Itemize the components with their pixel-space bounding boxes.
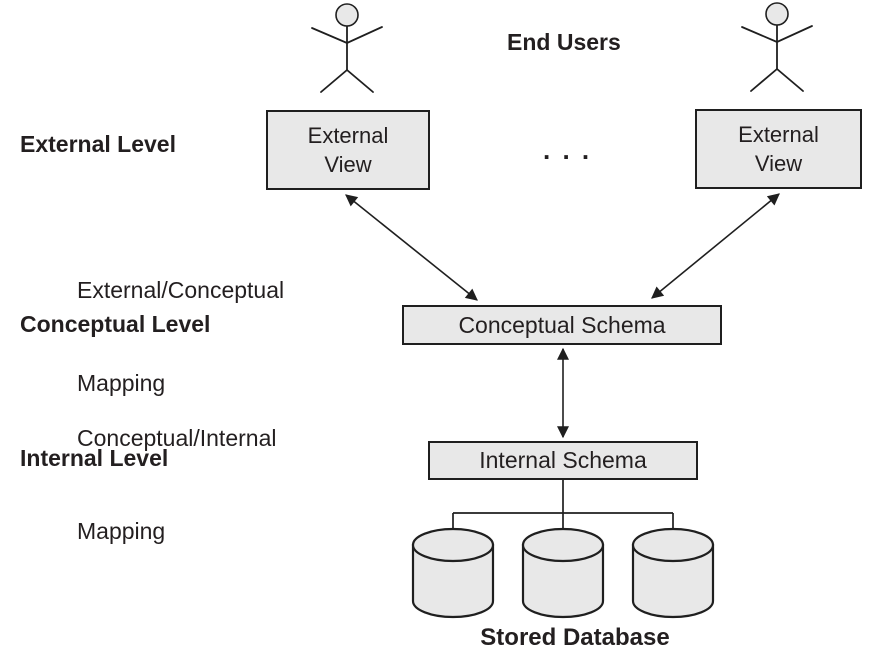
mapping-label-line: Mapping [77,370,166,396]
internal-schema-box: Internal Schema [428,441,698,480]
database-cylinder-icon [411,527,495,619]
conceptual-schema-label: Conceptual Schema [458,311,666,338]
internal-schema-database-connector [452,480,674,530]
external-level-label: External Level [20,131,176,157]
external-conceptual-mapping-label: External/Conceptual Mapping [77,213,284,461]
database-cylinder-icon [631,527,715,619]
external-view-label-line: View [324,152,372,177]
mapping-label-line: Conceptual/Internal [77,425,277,451]
external-view-box-right: External View [695,109,862,189]
external-view-label-line: View [754,151,803,176]
more-external-views-ellipsis: . . . [543,135,592,165]
external-conceptual-mapping-arrow-left [345,194,478,301]
external-view-box-left: External View [266,110,430,190]
conceptual-internal-mapping-label: Conceptual/Internal Mapping [77,361,276,609]
end-user-stick-figure-icon [741,2,813,92]
end-user-stick-figure-icon [311,3,383,93]
external-view-label-line: External [307,123,389,148]
internal-level-label: Internal Level [20,445,169,471]
conceptual-level-label: Conceptual Level [20,311,211,337]
stored-database-label: Stored Database [480,624,670,651]
conceptual-schema-box: Conceptual Schema [402,305,722,345]
database-cylinder-icon [521,527,605,619]
internal-schema-label: Internal Schema [479,447,647,473]
external-view-label-line: External [738,122,819,147]
mapping-label-line: External/Conceptual [77,277,285,303]
end-users-label: End Users [507,29,621,55]
mapping-label-line: Mapping [77,518,166,544]
external-conceptual-mapping-arrow-right [651,193,780,299]
